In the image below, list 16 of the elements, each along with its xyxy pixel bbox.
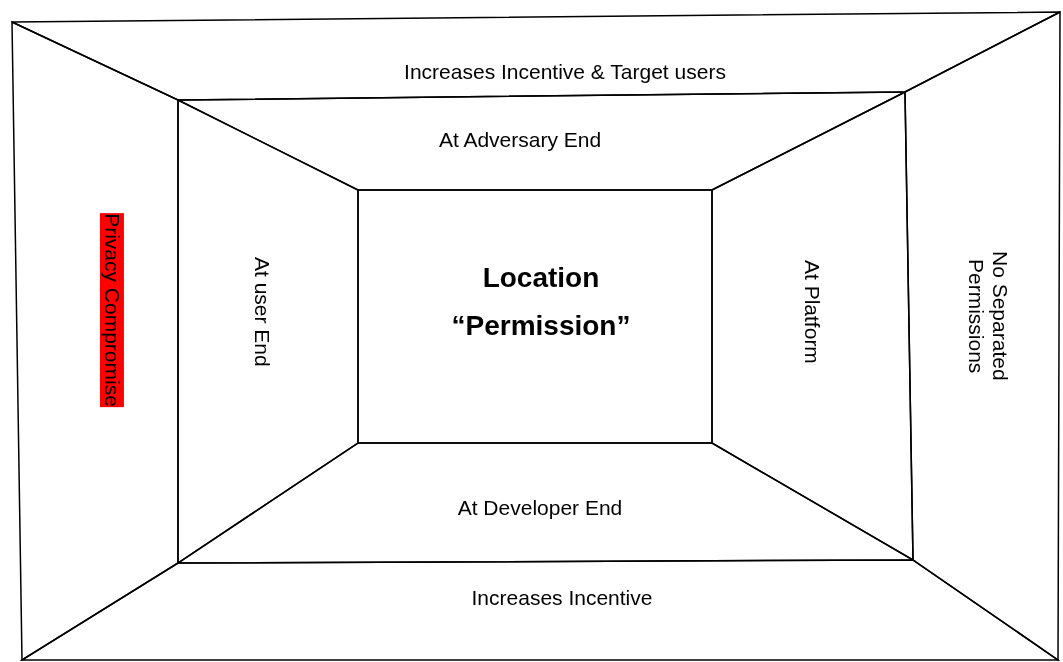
- region-label: Privacy Compromise: [99, 213, 125, 407]
- trapezoid-panel: [905, 12, 1060, 660]
- trapezoid-panel: [178, 443, 913, 563]
- trapezoid-panel: [178, 100, 358, 563]
- center-box: [358, 190, 712, 443]
- region-label: Increases Incentive: [471, 585, 653, 611]
- region-label: At Platform: [800, 259, 825, 366]
- region-label: At Adversary End: [438, 127, 602, 153]
- region-label: Location “Permission”: [450, 261, 632, 343]
- region-label: Increases Incentive & Target users: [404, 59, 726, 85]
- region-label: At user End: [250, 257, 275, 367]
- region-label: No Separated Permissions: [964, 250, 1013, 383]
- trapezoid-panel: [22, 560, 1058, 660]
- trapezoid-panel: [12, 12, 1060, 100]
- trapezoid-panel: [12, 22, 178, 660]
- region-label: At Developer End: [457, 495, 623, 521]
